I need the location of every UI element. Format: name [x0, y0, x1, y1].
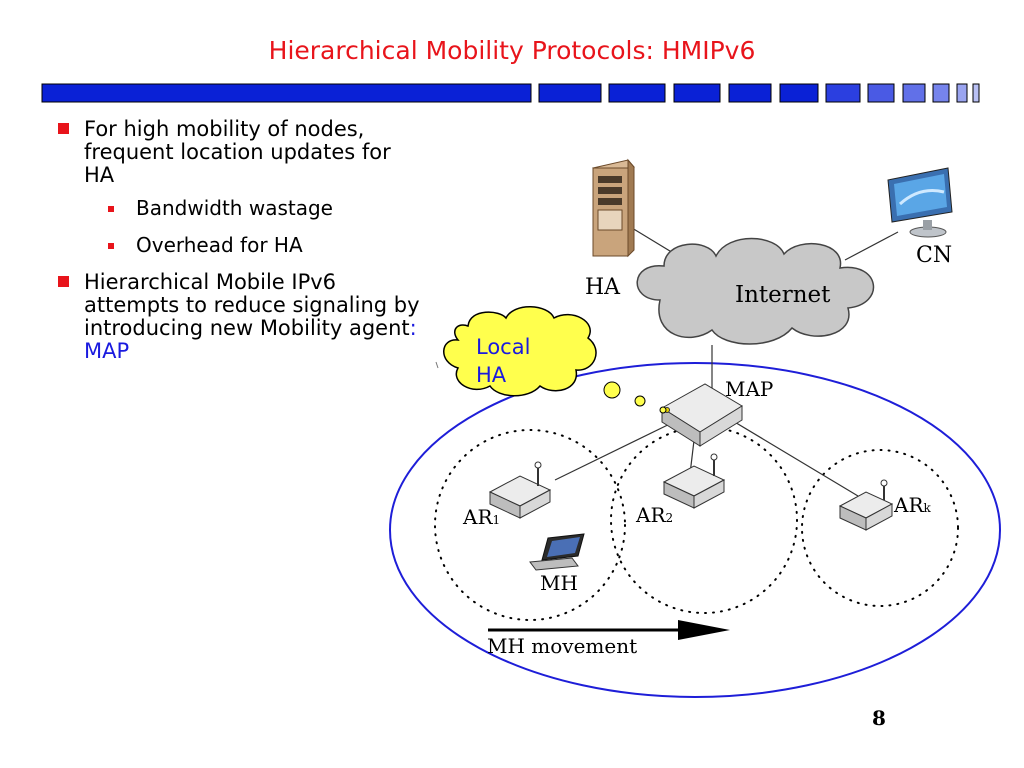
ar2-coverage-circle: [610, 426, 798, 614]
map-ar1-link: [554, 417, 683, 481]
ar1-label-sub: 1: [493, 513, 501, 527]
rule-bar: [673, 83, 721, 103]
map-router-icon: [661, 383, 743, 447]
ar1-antenna-icon: [534, 461, 542, 469]
callout-dot-large: [603, 381, 621, 399]
ar1-label-main: AR: [462, 505, 493, 529]
movement-arrow-head: [678, 620, 730, 640]
ar2-label-main: AR: [635, 503, 666, 527]
rule-bar: [956, 83, 968, 103]
local-ha-callout: [443, 306, 597, 397]
cn-computer-icon: [887, 167, 953, 238]
ar2-label: AR2: [635, 503, 673, 527]
rule-bar: [867, 83, 895, 103]
bullet-item: Hierarchical Mobile IPv6 attempts to red…: [52, 271, 422, 363]
callout-dot-medium: [634, 395, 646, 407]
hmipv6-diagram: HA CN Internet MAP Local HA AR1 AR2 ARk …: [389, 158, 1001, 698]
ark-antenna-icon: [880, 479, 888, 487]
sub-bullet-marker: [108, 206, 114, 212]
ar1-coverage-circle: [434, 429, 626, 621]
bullet-text: For high mobility of nodes, frequent loc…: [84, 117, 391, 187]
map-domain-ellipse: [389, 362, 1001, 698]
cn-label: CN: [916, 243, 952, 268]
cn-internet-link: [844, 231, 899, 261]
ar2-label-sub: 2: [666, 511, 674, 525]
bullet-text: Hierarchical Mobile IPv6 attempts to red…: [84, 270, 420, 340]
bullet-marker: [58, 276, 69, 287]
rule-bar: [538, 83, 602, 103]
rule-bar: [902, 83, 926, 103]
rule-bar: [608, 83, 666, 103]
ark-label-sub: k: [924, 501, 932, 515]
rule-bar: [779, 83, 819, 103]
callout-text-line2: HA: [476, 363, 507, 387]
slide-title: Hierarchical Mobility Protocols: HMIPv6: [268, 36, 756, 65]
ar2-router-icon: [662, 453, 726, 509]
ar1-router-icon: [488, 461, 552, 519]
bullet-item: For high mobility of nodes, frequent loc…: [52, 118, 422, 187]
rule-bar: [728, 83, 772, 103]
mh-label: MH: [540, 571, 578, 595]
callout-mark: [435, 361, 439, 369]
bullet-highlight: : MAP: [84, 316, 417, 363]
internet-label: Internet: [735, 282, 831, 308]
callout-text-line1: Local: [476, 335, 530, 359]
ar2-antenna-icon: [710, 453, 718, 461]
internet-cloud-icon: [636, 237, 875, 345]
map-ark-link: [727, 417, 859, 497]
sub-bullet-text: Overhead for HA: [136, 233, 303, 257]
ark-coverage-circle: [801, 449, 959, 607]
title-rule: [41, 83, 980, 103]
bullet-marker: [58, 123, 69, 134]
mh-laptop-icon: [529, 533, 585, 571]
sub-bullet-marker: [108, 243, 114, 249]
ha-label: HA: [585, 275, 621, 300]
rule-bar: [932, 83, 950, 103]
ar1-label: AR1: [462, 505, 500, 529]
rule-bar: [825, 83, 861, 103]
sub-bullet-item: Overhead for HA: [52, 234, 422, 257]
rule-bar: [972, 83, 980, 103]
ark-router-icon: [838, 479, 894, 531]
ha-server-icon: [592, 158, 635, 258]
map-label: MAP: [725, 377, 773, 401]
ark-label: ARk: [893, 493, 932, 517]
sub-bullet-item: Bandwidth wastage: [52, 197, 422, 220]
rule-bar-long: [41, 83, 532, 103]
ark-label-main: AR: [893, 493, 924, 517]
callout-dot-small: [659, 406, 667, 414]
sub-bullet-text: Bandwidth wastage: [136, 196, 333, 220]
bullet-list: For high mobility of nodes, frequent loc…: [52, 118, 422, 373]
page-number: 8: [872, 706, 886, 730]
movement-label: MH movement: [487, 634, 637, 658]
